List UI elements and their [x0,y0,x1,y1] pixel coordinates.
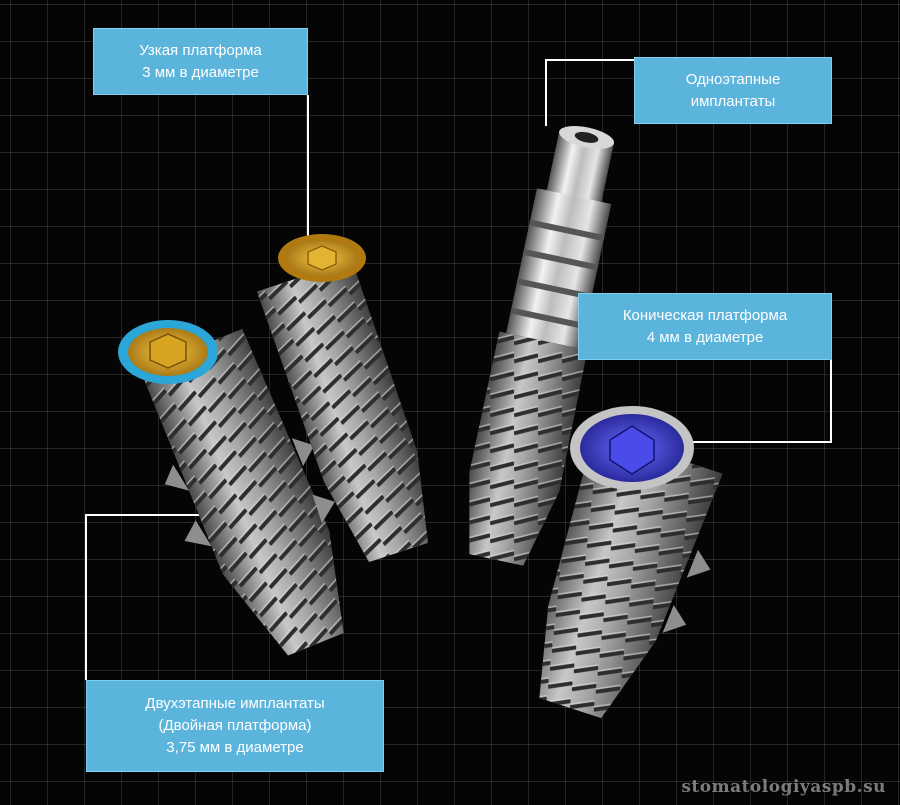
label-narrow-line1: Узкая платформа [139,41,262,59]
label-one-stage: Одноэтапные имплантаты [634,57,832,124]
leader-line-one-stage [545,59,634,126]
leader-line-conical [692,360,832,443]
site-watermark: stomatologiyaspb.su [681,777,886,797]
implant-narrow [256,234,428,563]
label-conical-platform: Коническая платформа 4 мм в диаметре [578,293,832,360]
leader-line-two-stage [85,514,205,680]
label-narrow-platform: Узкая платформа 3 мм в диаметре [93,28,308,95]
label-one-stage-line1: Одноэтапные [685,70,781,88]
label-one-stage-line2: имплантаты [690,92,776,110]
label-two-stage: Двухэтапные имплантаты (Двойная платформ… [86,680,384,772]
implant-conical [539,406,723,719]
label-narrow-line2: 3 мм в диаметре [142,63,259,81]
label-two-stage-line1: Двухэтапные имплантаты [145,695,325,712]
implant-two-stage [118,320,344,656]
label-two-stage-line3: 3,75 мм в диаметре [166,739,304,756]
label-two-stage-line2: (Двойная платформа) [158,717,312,734]
label-conical-line1: Коническая платформа [622,306,788,324]
label-conical-line2: 4 мм в диаметре [646,328,764,346]
leader-lines [85,59,832,680]
